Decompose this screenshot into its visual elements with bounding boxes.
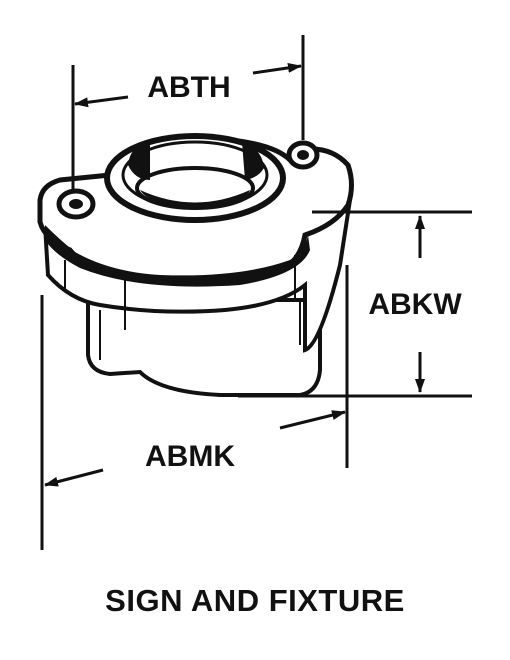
dimension-label-abth: ABTH xyxy=(147,71,230,104)
dimension-label-abmk: ABMK xyxy=(145,440,235,473)
bore-inner-wall xyxy=(128,142,150,180)
flange-underside xyxy=(45,225,310,287)
dimension-label-abkw: ABKW xyxy=(368,288,462,321)
bore-opening xyxy=(135,166,255,210)
fixture-body xyxy=(37,133,354,397)
dimension-abkw: ABKW xyxy=(238,210,472,398)
right-hole-core xyxy=(297,150,309,160)
cylinder-hatching xyxy=(64,255,301,360)
bore-inner-wall-right xyxy=(242,142,264,180)
figure-caption: SIGN AND FIXTURE xyxy=(105,583,405,618)
left-hole-core xyxy=(69,199,83,209)
bore-shadow xyxy=(140,190,250,208)
dimension-abmk: ABMK xyxy=(40,265,349,550)
dimension-abth: ABTH xyxy=(71,35,305,190)
fixture-base-block xyxy=(86,298,322,397)
